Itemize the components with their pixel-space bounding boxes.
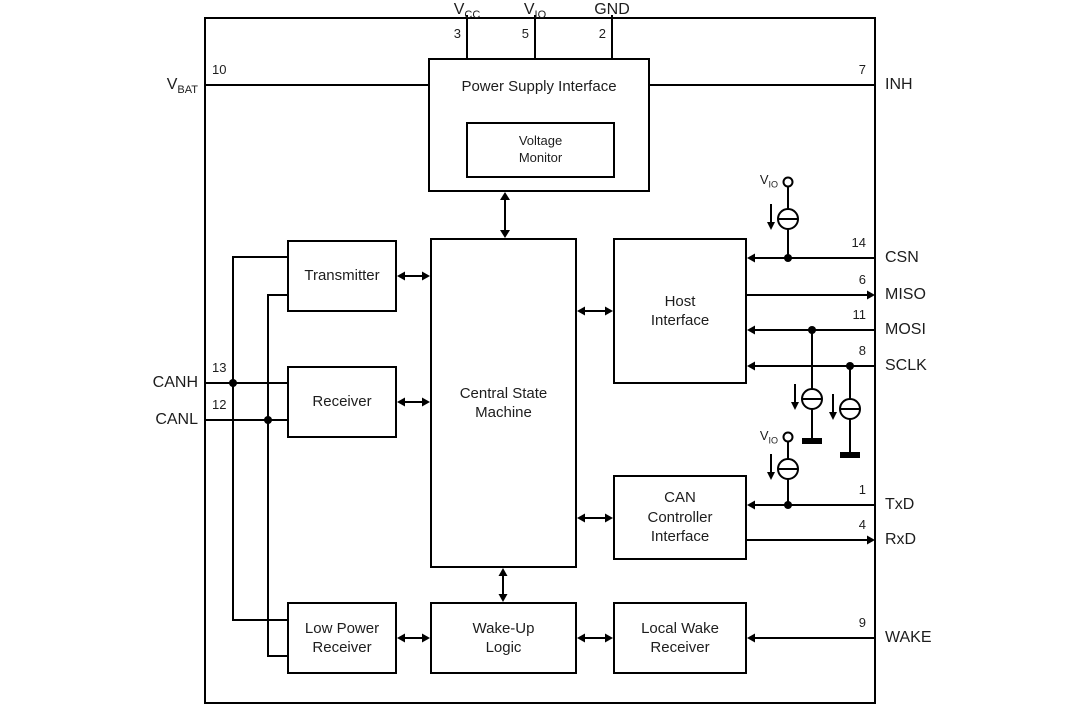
wire-rxd	[746, 535, 875, 545]
current-direction-arrow	[767, 454, 775, 480]
block-label: Low Power Receiver	[304, 619, 380, 657]
arrow-csm-wul	[498, 568, 508, 602]
wire-txd	[747, 431, 876, 510]
rail-label-vio-bottom: VIO	[759, 428, 778, 446]
block-voltage-monitor: Voltage Monitor	[466, 122, 615, 178]
arrow-lpr-wul	[397, 633, 430, 643]
vio-terminal	[782, 176, 794, 188]
pin-number-vbat: 10	[212, 62, 227, 77]
block-can-controller-interface: CAN Controller Interface	[613, 475, 747, 560]
pin-number-inh: 7	[858, 62, 866, 77]
wire-canh	[204, 256, 288, 621]
block-label: Central State Machine	[459, 384, 548, 422]
pin-number-wake: 9	[858, 615, 866, 630]
pin-label-vio: VIO	[523, 1, 547, 22]
pin-number-vio: 5	[521, 26, 529, 41]
arrow-psi-csm	[500, 192, 510, 238]
block-label: Receiver	[312, 393, 372, 411]
block-label: Local Wake Receiver	[641, 619, 719, 657]
wire-mosi	[747, 325, 876, 444]
junction-dot	[784, 501, 792, 509]
block-label: Power Supply Interface	[461, 78, 617, 95]
pin-number-vcc: 3	[453, 26, 461, 41]
pin-number-mosi: 11	[852, 307, 867, 322]
block-receiver: Receiver	[287, 366, 397, 438]
arrow-csm-cci	[577, 513, 613, 523]
arrow-csm-host	[577, 306, 613, 316]
pin-label-vcc: VCC	[453, 1, 481, 22]
wire-miso	[746, 290, 875, 300]
block-label: CAN Controller Interface	[647, 489, 713, 546]
block-label: Transmitter	[304, 267, 380, 285]
arrow-receiver-csm	[397, 397, 430, 407]
current-direction-arrow	[791, 384, 799, 410]
rail-label-vio-top: VIO	[759, 172, 778, 190]
block-central-state-machine: Central State Machine	[430, 238, 577, 568]
pin-number-txd: 1	[858, 482, 866, 497]
pin-label-csn: CSN	[885, 249, 919, 266]
block-power-supply-interface: Power Supply Interface Voltage Monitor	[428, 58, 650, 192]
pin-label-canh: CANH	[152, 374, 198, 391]
pin-number-rxd: 4	[858, 517, 866, 532]
pin-number-csn: 14	[851, 235, 866, 250]
block-transmitter: Transmitter	[287, 240, 397, 312]
block-wake-up-logic: Wake-Up Logic	[430, 602, 577, 674]
arrow-wul-lwr	[577, 633, 613, 643]
vio-terminal	[782, 431, 794, 443]
pin-label-txd: TxD	[885, 496, 915, 513]
chip-boundary	[204, 17, 876, 704]
current-direction-arrow	[829, 394, 837, 420]
block-label: Wake-Up Logic	[472, 619, 535, 657]
wire-canl	[204, 294, 288, 657]
block-label: Voltage Monitor	[518, 133, 563, 165]
pin-number-miso: 6	[858, 272, 866, 287]
pin-label-inh: INH	[885, 76, 913, 93]
block-local-wake-receiver: Local Wake Receiver	[613, 602, 747, 674]
wire-wake	[747, 633, 876, 643]
pin-label-rxd: RxD	[885, 531, 917, 548]
pin-label-miso: MISO	[885, 286, 926, 303]
block-low-power-receiver: Low Power Receiver	[287, 602, 397, 674]
wire-csn	[747, 176, 876, 263]
current-direction-arrow	[767, 204, 775, 230]
ground-icon	[840, 452, 860, 458]
pin-label-vbat: VBAT	[166, 76, 198, 97]
wire-sclk	[747, 361, 876, 458]
arrow-transmitter-csm	[397, 271, 430, 281]
pin-label-wake: WAKE	[885, 629, 932, 646]
block-host-interface: Host Interface	[613, 238, 747, 384]
block-label: Host Interface	[650, 292, 710, 330]
pin-label-gnd: GND	[594, 1, 630, 18]
ground-icon	[802, 438, 822, 444]
pin-number-canl: 12	[212, 397, 227, 412]
pin-number-sclk: 8	[858, 343, 866, 358]
junction-dot	[784, 254, 792, 262]
pin-label-mosi: MOSI	[885, 321, 926, 338]
pin-label-sclk: SCLK	[885, 357, 927, 374]
pin-number-gnd: 2	[598, 26, 606, 41]
pin-label-canl: CANL	[155, 411, 198, 428]
pin-number-canh: 13	[212, 360, 227, 375]
